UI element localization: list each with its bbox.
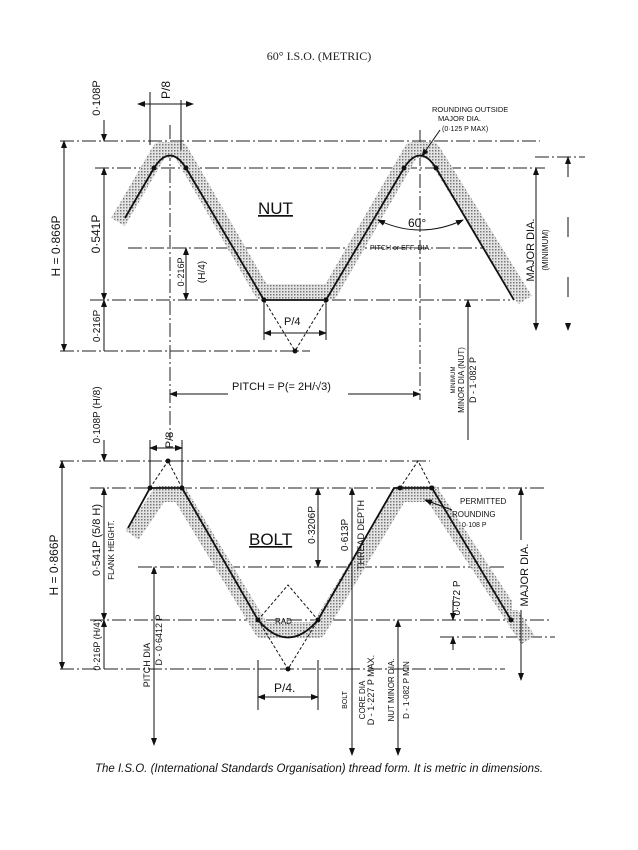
core-dia-label-1: BOLT: [342, 690, 349, 708]
nut-height-label: H = 0·866P: [49, 215, 63, 276]
permitted-rounding-label-3: 0·108 P: [462, 522, 487, 529]
nut-major-dia-sub: (MINIMUM): [541, 229, 550, 271]
nut-major-dia-label: MAJOR DIA.: [525, 219, 537, 282]
nut-minor-dia-bolt-label-2: D - 1·082 P MIN: [402, 661, 411, 719]
nut-pitch-offset-fraction: (H/4): [197, 261, 208, 283]
nut-tolerance-band: [111, 142, 532, 305]
thread-angle-label: 60°: [408, 216, 426, 230]
pitch-line-label: PITCH or EFF. DIA.: [370, 245, 431, 252]
figure-caption: The I.S.O. (International Standards Orga…: [94, 763, 544, 775]
nut-profile: [124, 154, 515, 301]
bolt-label: BOLT: [249, 530, 292, 549]
flank-height-label: FLANK HEIGHT.: [107, 520, 116, 580]
nut-section: P/8 H = 0·866P 0·108P 0·541P 0·216P 0·21…: [49, 80, 585, 440]
bolt-major-dia-label: MAJOR DIA.: [519, 544, 531, 607]
nut-crest-width-label: P/8: [159, 81, 173, 99]
pitch-dia-label-2: D - 0·6412 P: [154, 614, 164, 665]
bolt-top-dim-label: 0·108P (H/8): [92, 386, 103, 443]
nut-flank-dim-label: 0·541P: [89, 215, 103, 254]
permitted-rounding-label-1: PERMITTED: [460, 497, 506, 506]
nut-minor-dia-label-2: MINOR DIA (NUT): [457, 347, 466, 413]
nut-root-width-label: P/4: [284, 316, 301, 328]
bolt-height-label: H = 0·866P: [47, 534, 61, 595]
bolt-root-dim-label: 0·216P (H/4): [92, 619, 102, 670]
nut-pitch-offset-label: 0·216P: [176, 257, 186, 286]
rounding-label-1: ROUNDING OUTSIDE: [432, 105, 508, 114]
thread-depth-label: THREAD DEPTH: [356, 500, 366, 570]
nut-top-dim-label: 0·108P: [91, 80, 103, 115]
dim-3206-label: 0·3206P: [307, 506, 318, 544]
nut-minor-dia-bolt-label-1: NUT MINOR DIA.: [387, 659, 396, 722]
pitch-label: PITCH = P(= 2H/√3): [232, 381, 331, 393]
point-marker: [151, 165, 157, 171]
rounding-label-2: MAJOR DIA.: [438, 114, 481, 123]
dim-613-label: 0·613P: [340, 519, 351, 552]
bolt-crest-width-label: P/8: [164, 432, 176, 449]
diagram-title: 60° I.S.O. (METRIC): [266, 49, 372, 63]
bolt-flank-dim-label: 0·541P (5/8 H): [91, 504, 103, 576]
point-marker: [401, 165, 407, 171]
rounding-label-3: (0·125 P MAX): [442, 126, 488, 133]
permitted-rounding-label-2: ROUNDING: [452, 510, 496, 519]
core-dia-label-2: CORE DIA: [358, 680, 367, 719]
nut-root-dim-label: 0·216P: [92, 310, 103, 343]
bolt-section: P/8 H = 0·866P 0·108P (H/8) 0·541P (5/8 …: [47, 386, 555, 756]
root-radius-label: RAD: [275, 617, 292, 626]
bolt-tolerance-band: [125, 486, 535, 645]
nut-minor-dia-label-3: D - 1·082 P: [468, 357, 478, 403]
dim-072-label: 0·072 P: [452, 580, 463, 615]
core-dia-label-3: D - 1·227 P MAX.: [366, 655, 376, 725]
point-marker: [183, 165, 189, 171]
point-marker: [433, 165, 439, 171]
nut-label: NUT: [258, 199, 293, 218]
pitch-dia-label-1: PITCH DIA: [142, 643, 152, 688]
bolt-root-width-label: P/4.: [274, 681, 295, 695]
nut-minor-dia-label-1: MINIMUM: [451, 367, 457, 394]
point-marker: [292, 348, 298, 354]
